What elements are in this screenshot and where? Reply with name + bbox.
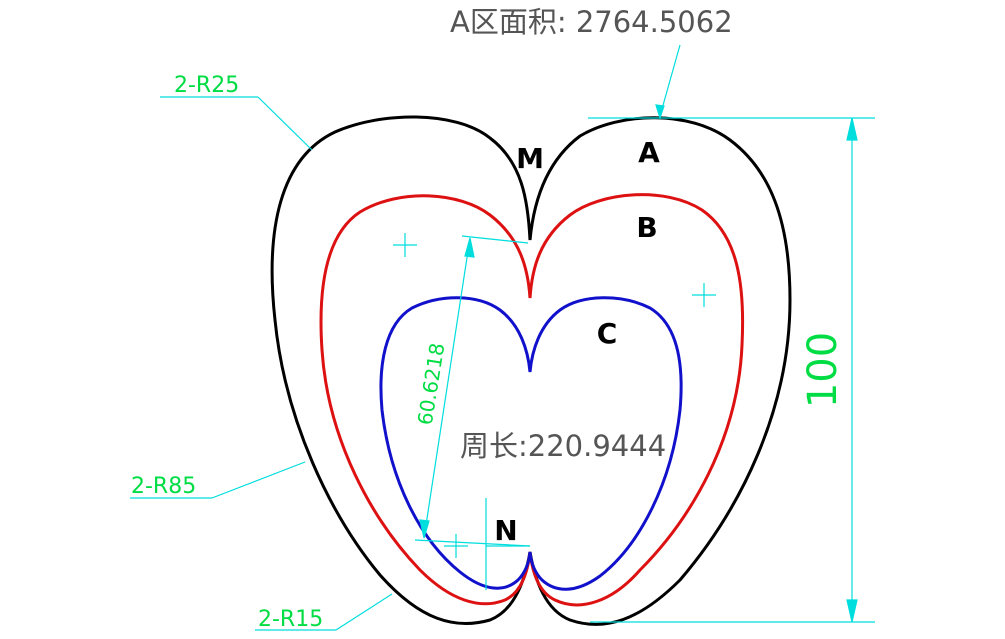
perimeter-label: 周长:220.9444 (460, 429, 666, 463)
radius-label-bottom: 2-R15 (258, 607, 323, 632)
radius-label-top: 2-R25 (174, 73, 239, 98)
inner-heart-outline (379, 296, 683, 591)
area-label: A区面积: 2764.5062 (450, 5, 733, 39)
region-label-n: N (494, 514, 517, 547)
diagonal-dimension-label: 60.6218 (413, 341, 450, 426)
height-dimension-label: 100 (800, 332, 846, 408)
region-label-a: A (638, 136, 660, 169)
radius-label-middle: 2-R85 (131, 474, 196, 499)
dimension-lines (130, 44, 875, 631)
region-label-c: C (597, 317, 618, 350)
region-label-b: B (636, 211, 657, 244)
region-label-m: M (516, 142, 544, 175)
